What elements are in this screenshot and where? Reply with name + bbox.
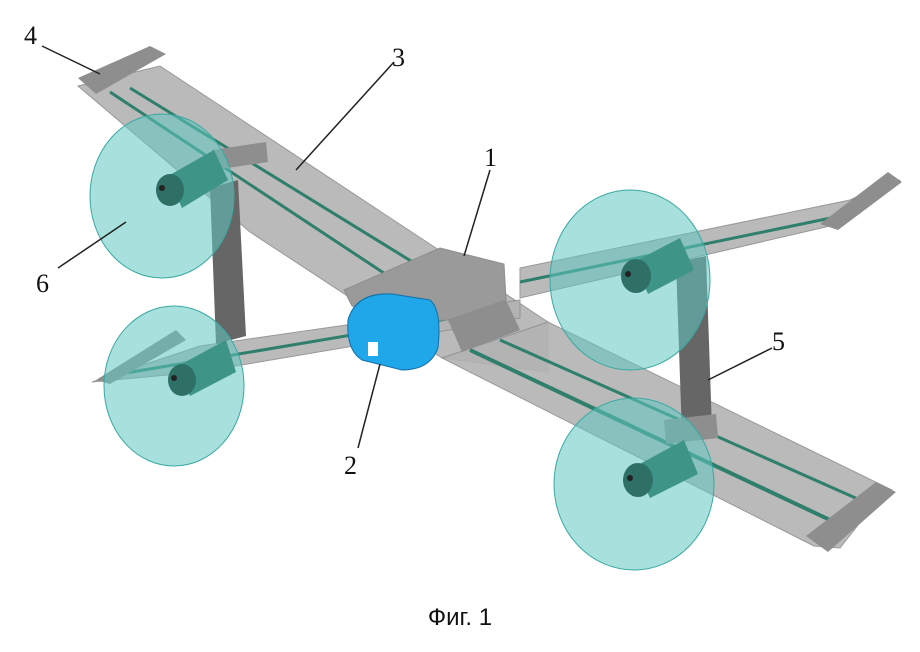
leader-line-4 <box>41 45 101 75</box>
nacelle-front-right <box>623 440 698 498</box>
callouts: 1 2 3 4 5 6 <box>24 21 785 480</box>
callout-5: 5 <box>772 327 785 356</box>
wingtip-front-left <box>78 46 166 94</box>
leader-line-2 <box>357 363 381 449</box>
callout-3: 3 <box>392 43 405 72</box>
nacelles <box>156 150 698 498</box>
leader-line-5 <box>707 347 773 381</box>
nacelle-rear-left <box>168 340 236 396</box>
callout-6: 6 <box>36 269 49 298</box>
cockpit <box>347 293 440 371</box>
leader-line-1 <box>463 169 491 257</box>
wingtip-rear-right <box>820 172 902 230</box>
wingtip-front-right <box>806 482 896 552</box>
cockpit-window <box>368 342 378 356</box>
callout-2: 2 <box>344 451 357 480</box>
callout-1: 1 <box>484 143 497 172</box>
nacelle-front-left <box>156 150 228 208</box>
leader-line-6 <box>57 221 127 269</box>
leader-line-3 <box>295 61 395 171</box>
fuselage <box>343 247 520 371</box>
figure-caption: Фиг. 1 <box>427 604 493 631</box>
nacelle-rear-right <box>621 238 694 294</box>
leader-lines <box>41 45 773 449</box>
callout-4: 4 <box>24 21 37 50</box>
